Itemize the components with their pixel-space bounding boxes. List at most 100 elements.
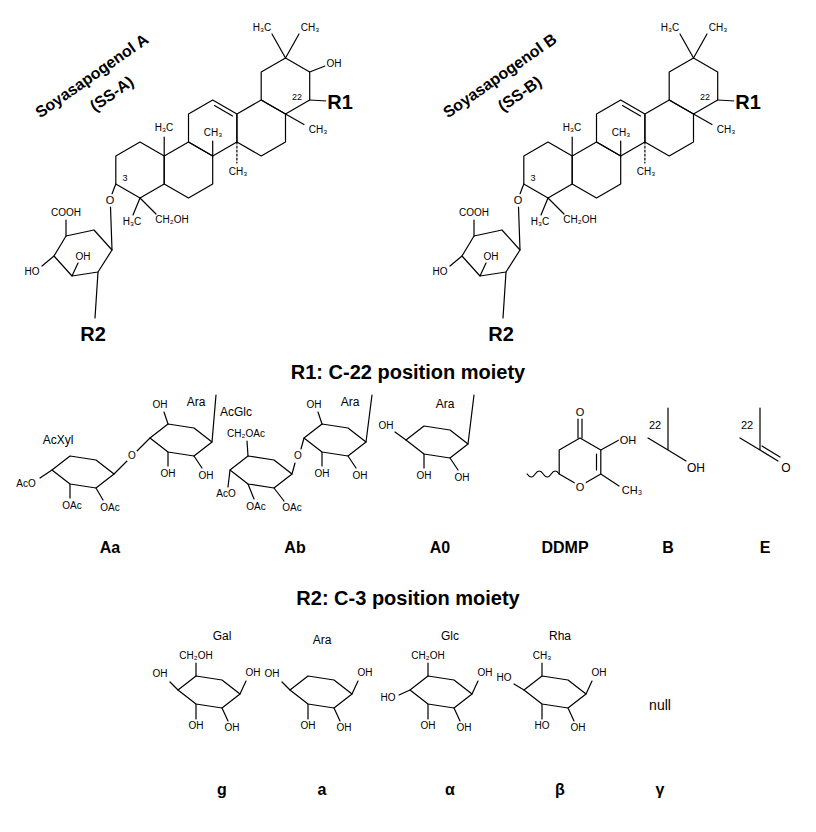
moiety-e bbox=[740, 408, 780, 461]
sugar-name: Ara bbox=[435, 398, 456, 410]
atom-label: CH₃ bbox=[611, 128, 632, 138]
atom-label: OH bbox=[352, 471, 369, 481]
atom-label: O bbox=[105, 195, 116, 206]
atom-label: OH bbox=[152, 400, 169, 410]
moiety-code: A0 bbox=[429, 540, 451, 556]
moiety-code: Aa bbox=[99, 540, 121, 556]
atom-label: OH bbox=[300, 721, 317, 731]
atom-label: HO bbox=[496, 673, 513, 683]
sugar-name: Ara bbox=[186, 396, 207, 408]
sugar-name: Gal bbox=[212, 630, 233, 642]
atom-label: O bbox=[575, 407, 586, 418]
atom-label: OAc bbox=[61, 501, 82, 511]
atom-label: O bbox=[575, 482, 586, 493]
atom-label: H₃C bbox=[154, 123, 175, 133]
moiety-ddmp bbox=[527, 419, 619, 486]
atom-label: OH bbox=[591, 668, 608, 678]
atom-label: CH₃ bbox=[300, 23, 321, 33]
atom-label: OH bbox=[336, 723, 353, 733]
sugar-gal bbox=[170, 663, 246, 721]
atom-label: OH bbox=[314, 469, 331, 479]
atom-label: OH bbox=[152, 669, 169, 679]
atom-label: O bbox=[513, 195, 524, 206]
moiety-code: B bbox=[661, 540, 675, 556]
atom-label: OH bbox=[75, 252, 92, 262]
atom-label: HO bbox=[24, 267, 41, 277]
position-number: 22 bbox=[699, 93, 711, 102]
atom-label: OH bbox=[188, 721, 205, 731]
atom-label: OH bbox=[245, 668, 262, 678]
section-heading: R2: C-3 position moiety bbox=[295, 588, 520, 608]
atom-label: OH bbox=[378, 421, 395, 431]
atom-label: OH bbox=[198, 471, 215, 481]
atom-label: OH bbox=[420, 721, 437, 731]
atom-label: COOH bbox=[50, 208, 82, 218]
hydroxyl-bond bbox=[310, 66, 325, 72]
atom-label: COOH bbox=[458, 208, 490, 218]
substituent-label: R1 bbox=[326, 92, 354, 112]
sugar-glc bbox=[399, 663, 478, 721]
atom-label: CH₂OAc bbox=[226, 429, 266, 439]
moiety-a0 bbox=[395, 395, 474, 470]
atom-label: O bbox=[780, 462, 791, 474]
atom-label: OAc bbox=[99, 503, 120, 513]
atom-label: HO bbox=[432, 267, 449, 277]
atom-label: CH₃ bbox=[716, 125, 737, 135]
atom-label: CH₃ bbox=[621, 485, 643, 496]
sugar-name: Ara bbox=[312, 634, 333, 646]
atom-label: CH₂OH bbox=[410, 651, 445, 661]
atom-label: OH bbox=[416, 471, 433, 481]
atom-label: OH bbox=[224, 723, 241, 733]
atom-label: OH bbox=[570, 723, 587, 733]
atom-label: H₃C bbox=[660, 23, 681, 33]
sugar-ara bbox=[282, 676, 358, 721]
position-number: 22 bbox=[648, 420, 662, 431]
atom-label: AcO bbox=[215, 489, 236, 499]
atom-label: HO bbox=[534, 721, 551, 731]
sugar-name: AcXyl bbox=[42, 434, 75, 446]
atom-label: CH₂OH bbox=[562, 215, 597, 225]
moiety-code: DDMP bbox=[540, 540, 589, 556]
moiety-aa bbox=[40, 395, 216, 500]
moiety-code: a bbox=[317, 782, 328, 798]
moiety-code: Ab bbox=[283, 540, 306, 556]
atom-label: H₃C bbox=[562, 123, 583, 133]
atom-label: H₃C bbox=[252, 23, 273, 33]
atom-label: O bbox=[127, 451, 137, 461]
atom-label: CH₃ bbox=[636, 167, 657, 177]
moiety-code: E bbox=[759, 540, 772, 556]
atom-label: CH₃ bbox=[708, 23, 729, 33]
moiety-b bbox=[648, 408, 686, 461]
atom-label: OH bbox=[160, 469, 177, 479]
moiety-code: β bbox=[554, 782, 566, 798]
atom-label: CH₃ bbox=[228, 167, 249, 177]
atom-label: CH₃ bbox=[308, 125, 329, 135]
substituent-label: null bbox=[648, 698, 672, 712]
atom-label: AcO bbox=[15, 479, 36, 489]
atom-label: H₃C bbox=[122, 217, 143, 227]
sugar-name: AcGlc bbox=[219, 406, 253, 418]
atom-label: HO bbox=[380, 693, 397, 703]
atom-label: OH bbox=[483, 252, 500, 262]
atom-label: OH bbox=[306, 400, 323, 410]
substituent-label: R2 bbox=[487, 324, 515, 344]
atom-label: H₃C bbox=[530, 217, 551, 227]
atom-label: OH bbox=[454, 473, 471, 483]
atom-label: OH bbox=[326, 59, 343, 69]
atom-label: OH bbox=[357, 668, 374, 678]
atom-label: OAc bbox=[281, 503, 302, 513]
moiety-code: g bbox=[216, 782, 228, 798]
position-number: 3 bbox=[121, 174, 128, 183]
position-number: 22 bbox=[740, 420, 754, 431]
moiety-code: α bbox=[444, 782, 456, 798]
atom-label: CH₂OH bbox=[154, 215, 189, 225]
atom-label: CH₃ bbox=[203, 128, 224, 138]
atom-label: OAc bbox=[245, 502, 266, 512]
section-heading: R1: C-22 position moiety bbox=[290, 362, 526, 382]
atom-label: OH bbox=[686, 462, 706, 474]
atom-label: CH₃ bbox=[532, 651, 553, 661]
sugar-name: Ara bbox=[340, 396, 361, 408]
